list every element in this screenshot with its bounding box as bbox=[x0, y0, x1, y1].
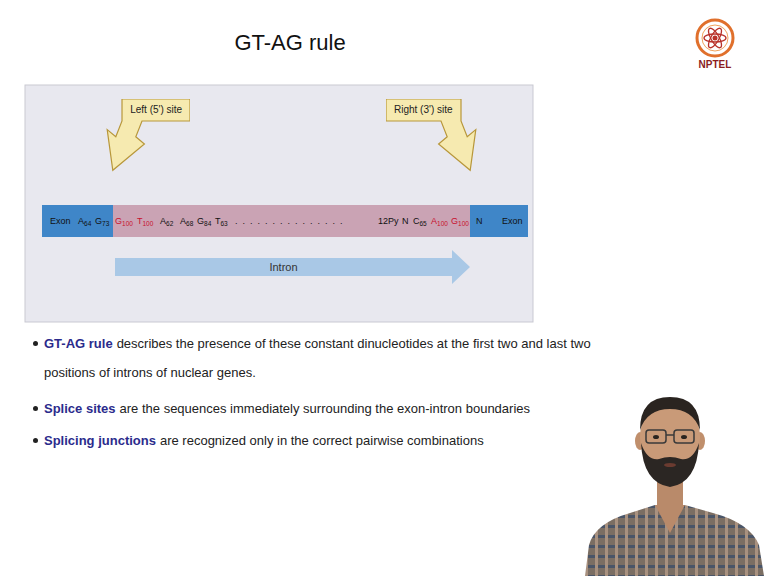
subscript: 65 bbox=[420, 220, 427, 227]
bullet-text: are recognized only in the correct pairw… bbox=[160, 433, 484, 448]
sequence-base: Exon bbox=[50, 205, 71, 237]
sequence-base: G100 bbox=[115, 205, 133, 238]
base-letter: A bbox=[160, 216, 166, 226]
bullet-term: Splicing junctions bbox=[44, 433, 156, 448]
eye bbox=[653, 435, 659, 439]
sequence-base: 12Py bbox=[378, 205, 399, 237]
sequence-base: C65 bbox=[413, 205, 427, 238]
mouth bbox=[664, 463, 676, 467]
eye bbox=[681, 435, 687, 439]
base-letter: A bbox=[431, 216, 437, 226]
site-callout: Right (3') site bbox=[386, 99, 487, 172]
site-label: Right (3') site bbox=[386, 99, 461, 121]
subscript: 63 bbox=[221, 220, 228, 227]
logo-text: NPTEL bbox=[665, 59, 764, 70]
base-letter: G bbox=[197, 216, 204, 226]
glasses bbox=[666, 434, 674, 436]
logo-ring bbox=[697, 20, 733, 56]
glasses bbox=[674, 430, 694, 443]
sequence-base: G100 bbox=[451, 205, 469, 238]
bullet-dot bbox=[33, 438, 38, 443]
subscript: 100 bbox=[122, 220, 133, 227]
sequence-base: N bbox=[402, 205, 409, 237]
sequence-base: G84 bbox=[197, 205, 211, 238]
base-letter: G bbox=[115, 216, 122, 226]
subscript: 64 bbox=[84, 220, 91, 227]
sequence-base: G73 bbox=[95, 205, 109, 238]
sequence-base: A68 bbox=[180, 205, 193, 238]
intron-label: Intron bbox=[115, 250, 452, 284]
base-letter: C bbox=[413, 216, 420, 226]
lecturer-figure bbox=[585, 395, 764, 576]
logo-ring bbox=[702, 25, 728, 51]
bullet-text: are the sequences immediately surroundin… bbox=[120, 401, 530, 416]
base-letter: T bbox=[215, 216, 221, 226]
base-letter: A bbox=[180, 216, 186, 226]
sequence-base: Exon bbox=[502, 205, 523, 237]
sequence-segment: N Exon bbox=[470, 205, 528, 237]
hair bbox=[640, 397, 700, 430]
bullet-item: Splicing junctions are recognized only in… bbox=[44, 426, 604, 455]
callout-shape bbox=[107, 99, 190, 170]
sequence-base: N bbox=[476, 205, 483, 237]
sequence-base: T100 bbox=[137, 205, 153, 238]
subscript: 100 bbox=[458, 220, 469, 227]
subscript: 100 bbox=[143, 220, 154, 227]
subscript: 100 bbox=[437, 220, 448, 227]
intron-arrow-node: Intron bbox=[115, 250, 470, 284]
site-label: Left (5') site bbox=[122, 99, 190, 121]
site-callout: Left (5') site bbox=[96, 99, 190, 172]
base-letter: G bbox=[451, 216, 458, 226]
callout-shape bbox=[386, 99, 476, 170]
collar-opening bbox=[655, 505, 685, 533]
bullet-term: GT-AG rule bbox=[44, 336, 113, 351]
bullet-dot bbox=[33, 341, 38, 346]
glasses bbox=[646, 430, 666, 443]
sequence-base: A64 bbox=[78, 205, 91, 238]
beard bbox=[641, 443, 699, 487]
sequence-segment: Exon A64 G73 bbox=[42, 205, 113, 237]
logo-petal bbox=[706, 26, 724, 49]
logo-core bbox=[713, 36, 718, 41]
logo bbox=[697, 20, 733, 56]
subscript: 84 bbox=[204, 220, 211, 227]
logo-petal bbox=[704, 34, 726, 42]
sequence-segment: G100T100A62A68G84T63...............12PyN… bbox=[113, 205, 470, 237]
subscript: 62 bbox=[166, 220, 173, 227]
bullet-text: describes the presence of these constant… bbox=[44, 336, 591, 380]
sequence-base: ............... bbox=[235, 205, 348, 237]
sequence-base: A62 bbox=[160, 205, 173, 238]
bullet-item: Splice sites are the sequences immediatel… bbox=[44, 394, 604, 423]
shirt bbox=[585, 505, 764, 576]
logo-petal bbox=[706, 26, 724, 49]
bullet-dot bbox=[33, 406, 38, 411]
sequence-base: T63 bbox=[215, 205, 228, 238]
subscript: 68 bbox=[186, 220, 193, 227]
base-letter: A bbox=[78, 216, 84, 226]
arrow-shape bbox=[115, 250, 470, 284]
sequence-base: A100 bbox=[431, 205, 448, 238]
bullet-term: Splice sites bbox=[44, 401, 116, 416]
base-letter: T bbox=[137, 216, 143, 226]
diagram-panel bbox=[25, 85, 533, 322]
slide-title: GT-AG rule bbox=[0, 30, 580, 56]
subscript: 73 bbox=[102, 220, 109, 227]
bullet-item: GT-AG ruledescribes the presence of thes… bbox=[44, 329, 604, 387]
base-letter: G bbox=[95, 216, 102, 226]
